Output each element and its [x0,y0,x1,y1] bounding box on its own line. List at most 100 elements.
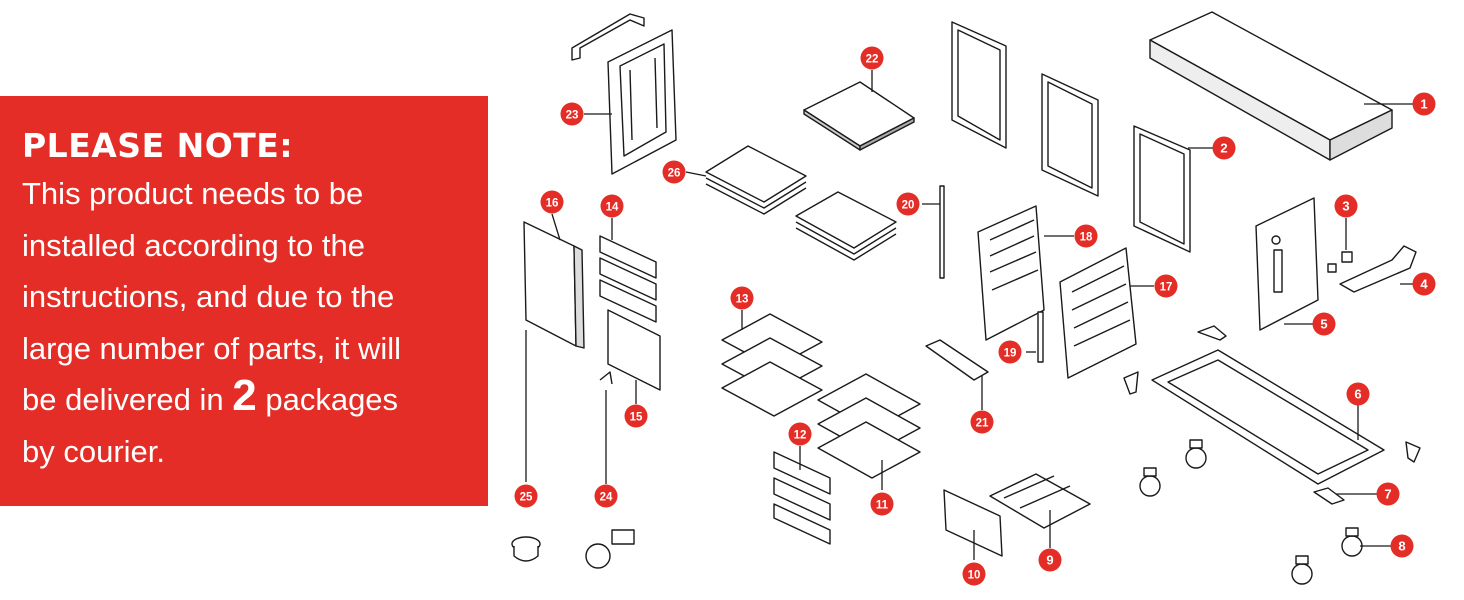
callout-number: 2 [1220,141,1227,156]
callout-part-24: 24 [594,484,618,508]
callout-part-9: 9 [1038,548,1062,572]
note-line-2: installed according to the [22,227,365,263]
callout-part-10: 10 [962,562,986,586]
callout-part-22: 22 [860,46,884,70]
part-callouts: 1234567891011121314151617181920212223242… [514,46,1436,586]
callout-number: 5 [1320,317,1327,332]
part-16-door-panel [523,221,585,349]
callout-part-11: 11 [870,492,894,516]
callout-circle [540,190,564,214]
callout-part-13: 13 [730,286,754,310]
callout-circle [1376,482,1400,506]
callout-circle [662,160,686,184]
callout-circle [870,492,894,516]
callout-circle [788,422,812,446]
part-19-post [1037,311,1044,363]
callout-number: 9 [1046,553,1053,568]
callout-circle [1390,534,1414,558]
callout-number: 15 [630,412,643,424]
note-title: PLEASE NOTE: [22,126,294,165]
callout-number: 23 [566,110,579,122]
part-8-casters [1139,439,1363,585]
callout-number: 17 [1160,282,1173,294]
note-line-5a: be delivered in [22,382,233,417]
callout-circle [1312,312,1336,336]
part-12-drawer-fronts [773,451,831,545]
callout-part-12: 12 [788,422,812,446]
part-24-lock-and-keys [585,371,635,569]
callout-number: 3 [1342,199,1349,214]
callout-part-7: 7 [1376,482,1400,506]
part-22-shelf [803,81,915,151]
exploded-parts-diagram: 1234567891011121314151617181920212223242… [511,11,1436,586]
note-line-1: This product needs to be [22,176,364,211]
callout-part-23: 23 [560,102,584,126]
callout-part-3: 3 [1334,194,1358,218]
callout-number: 25 [520,492,533,504]
part-10-drawer-front [943,489,1003,557]
callout-number: 18 [1080,232,1093,244]
callout-number: 1 [1420,97,1427,112]
callout-number: 16 [546,198,559,210]
part-18-side-frame [977,205,1045,341]
callout-circle [594,484,618,508]
callout-number: 11 [876,500,889,512]
leader-lines [525,70,1418,560]
part-4-handle [1339,245,1417,293]
part-14-drawer-fronts [599,235,657,323]
part-20-rail [939,185,945,279]
callout-part-5: 5 [1312,312,1336,336]
callout-part-4: 4 [1412,272,1436,296]
callout-number: 14 [606,202,619,214]
callout-circle [1154,274,1178,298]
part-1-worktop [1149,11,1393,161]
part-26-shelf-stack [705,145,897,261]
callout-number: 22 [866,54,879,66]
part-2-panels [951,21,1191,253]
note-panel: PLEASE NOTE: This product needs to be in… [0,96,488,506]
part-11-drawer-trays [817,373,921,479]
part-5-control-panel [1255,197,1319,331]
callout-part-8: 8 [1390,534,1414,558]
callout-number: 21 [976,418,989,430]
callout-part-6: 6 [1346,382,1370,406]
callout-part-14: 14 [600,194,624,218]
callout-circle [1412,272,1436,296]
part-6-base-frame [1151,349,1385,485]
callout-number: 20 [902,200,915,212]
callout-part-26: 26 [662,160,686,184]
callout-part-1: 1 [1412,92,1436,116]
callout-number: 13 [736,294,749,306]
callout-circle [860,46,884,70]
callout-circle [1334,194,1358,218]
callout-part-18: 18 [1074,224,1098,248]
callout-part-19: 19 [998,340,1022,364]
callout-circle [998,340,1022,364]
callout-part-15: 15 [624,404,648,428]
part-17-side-frame [1059,247,1137,379]
callout-circle [1412,92,1436,116]
note-line-6: by courier. [22,433,166,469]
part-21-bar [925,339,989,381]
note-line-3: instructions, and due to the [22,279,395,314]
callout-number: 4 [1420,277,1428,292]
callout-part-2: 2 [1212,136,1236,160]
callout-number: 26 [668,168,681,180]
callout-number: 7 [1384,487,1391,502]
callout-part-20: 20 [896,192,920,216]
note-line-5b: packages [256,382,399,417]
callout-number: 6 [1354,387,1361,402]
callout-circle [514,484,538,508]
part-15-small-door [607,309,661,391]
callout-circle [1038,548,1062,572]
callout-number: 8 [1398,539,1405,554]
part-23-back-panel [571,13,677,175]
packages-count: 2 [232,371,257,420]
callout-circle [962,562,986,586]
part-7-corner-brackets [1123,325,1421,505]
part-25-plug [511,536,541,562]
callout-circle [896,192,920,216]
callout-circle [1074,224,1098,248]
part-13-drawer-trays [721,313,823,417]
callout-circle [624,404,648,428]
